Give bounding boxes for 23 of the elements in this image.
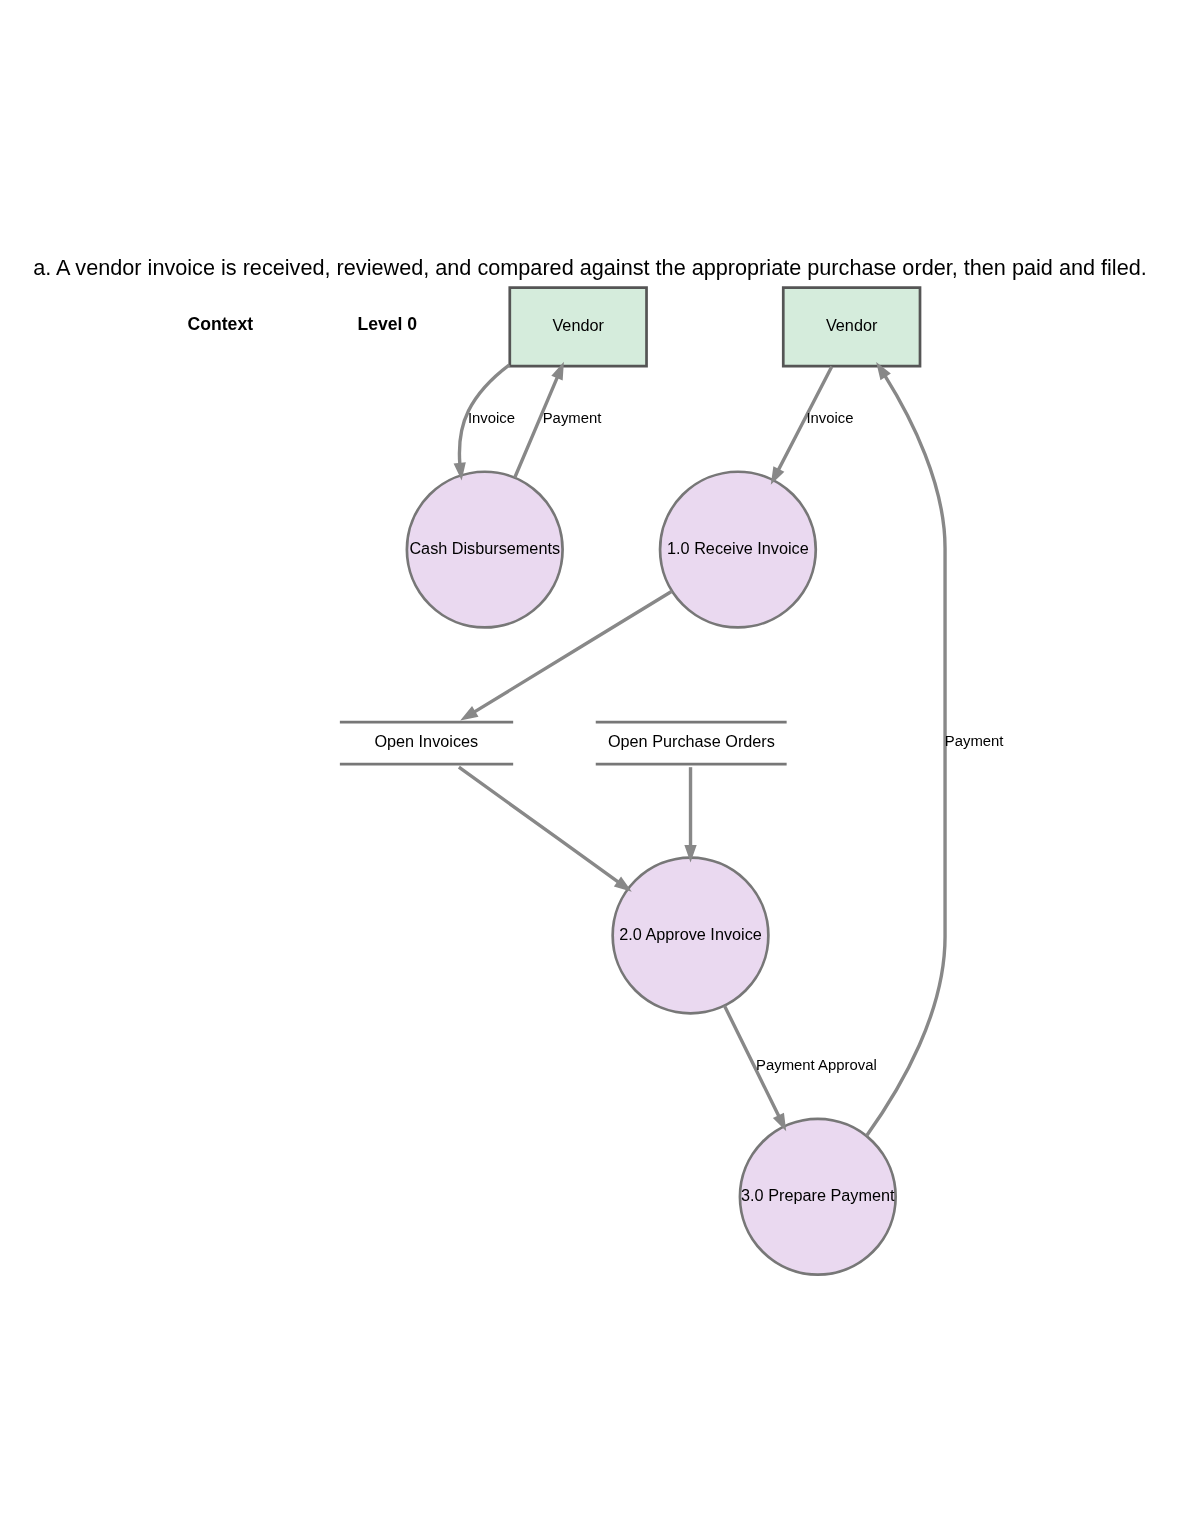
- arrow: [722, 1005, 787, 1132]
- node-circle: Cash Disbursements: [405, 470, 564, 629]
- node-text: Open Invoices: [374, 732, 479, 751]
- node-circle: 3.0 Prepare Payment: [738, 1117, 897, 1276]
- node-box: Vendor: [508, 286, 648, 368]
- node-box: Vendor: [781, 286, 922, 368]
- arrow: [453, 363, 511, 481]
- edge-label: Payment: [944, 733, 1004, 750]
- arrow: [770, 365, 834, 485]
- arrow: [513, 361, 564, 479]
- arrow: [460, 589, 673, 721]
- node-text: Open Purchase Orders: [607, 732, 775, 751]
- label: Level 0: [357, 314, 418, 335]
- edge-label: Invoice: [467, 409, 516, 426]
- edge-label: Payment Approval: [756, 1056, 877, 1073]
- node-circle: 1.0 Receive Invoice: [658, 470, 818, 629]
- diagram-title: a. A vendor invoice is received, reviewed, and compared against the appropriate purchase order, then paid and filed.: [33, 255, 1147, 281]
- edge-label: Invoice: [806, 409, 854, 426]
- edge-label: Payment: [542, 409, 602, 426]
- arrow: [457, 765, 632, 892]
- label: Context: [187, 314, 254, 335]
- arrow: [684, 767, 697, 863]
- arrow: [865, 362, 947, 1137]
